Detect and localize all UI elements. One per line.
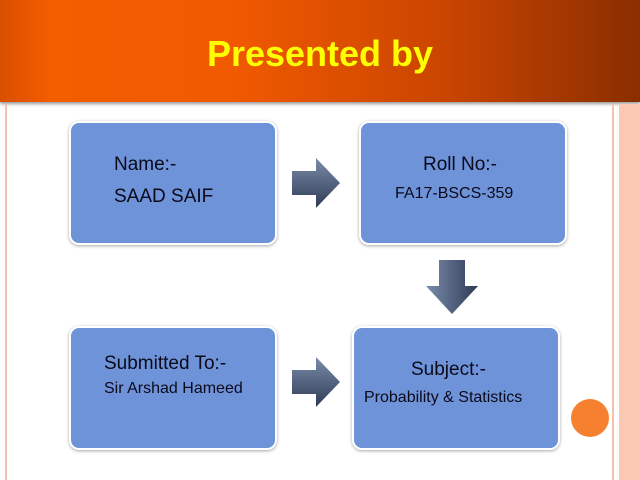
arrow-right-icon: [292, 158, 340, 208]
roll-no-box: Roll No:- FA17-BSCS-359: [359, 121, 567, 245]
name-value: SAAD SAIF: [114, 186, 214, 207]
right-border-line: [612, 104, 614, 480]
name-label: Name:-: [114, 154, 177, 175]
right-border-strip: [619, 104, 640, 480]
slide-title: Presented by: [206, 33, 434, 74]
arrow-right-icon: [292, 357, 340, 407]
submitted-to-value: Sir Arshad Hameed: [104, 380, 243, 397]
left-border-line: [5, 104, 7, 480]
arrow-down-icon: [426, 260, 478, 314]
roll-no-label: Roll No:-: [423, 154, 497, 175]
submitted-to-box: Submitted To:- Sir Arshad Hameed: [69, 326, 277, 450]
orange-circle-decoration: [571, 399, 609, 437]
subject-label: Subject:-: [411, 359, 486, 380]
name-box: Name:- SAAD SAIF: [69, 121, 277, 245]
title-banner: Presented by: [0, 0, 640, 102]
subject-value: Probability & Statistics: [364, 389, 523, 406]
subject-box: Subject:- Probability & Statistics: [352, 326, 560, 450]
roll-no-value: FA17-BSCS-359: [395, 185, 514, 202]
submitted-to-label: Submitted To:-: [104, 353, 227, 374]
